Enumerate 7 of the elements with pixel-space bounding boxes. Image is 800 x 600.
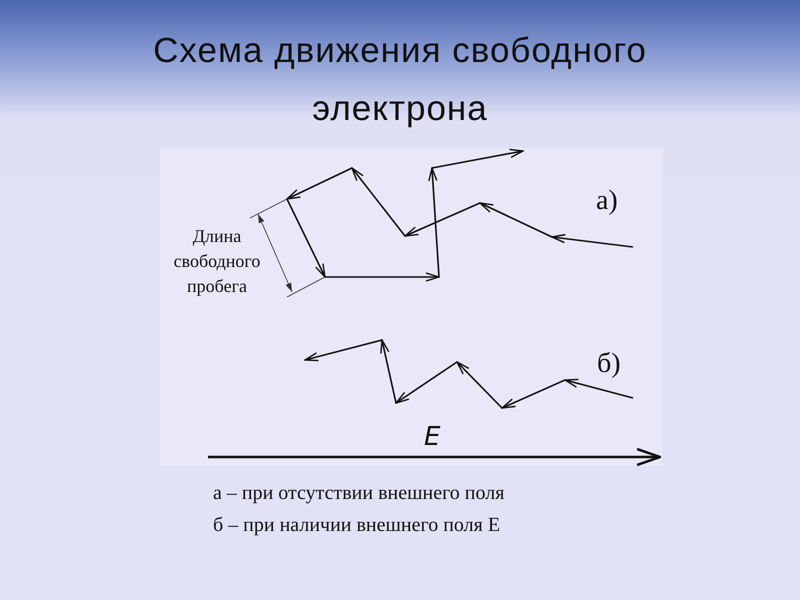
dimension-label: Длина свободного пробега [172, 225, 262, 298]
legend-text: а – при отсутствии внешнего поля [213, 482, 504, 505]
legend-text: б – при наличии внешнего поля E [213, 514, 500, 537]
field-label: E [424, 422, 440, 452]
title: Схема движения свободного электрона [152, 30, 648, 130]
part-label: б) [597, 348, 621, 380]
part-label: а) [596, 185, 618, 217]
